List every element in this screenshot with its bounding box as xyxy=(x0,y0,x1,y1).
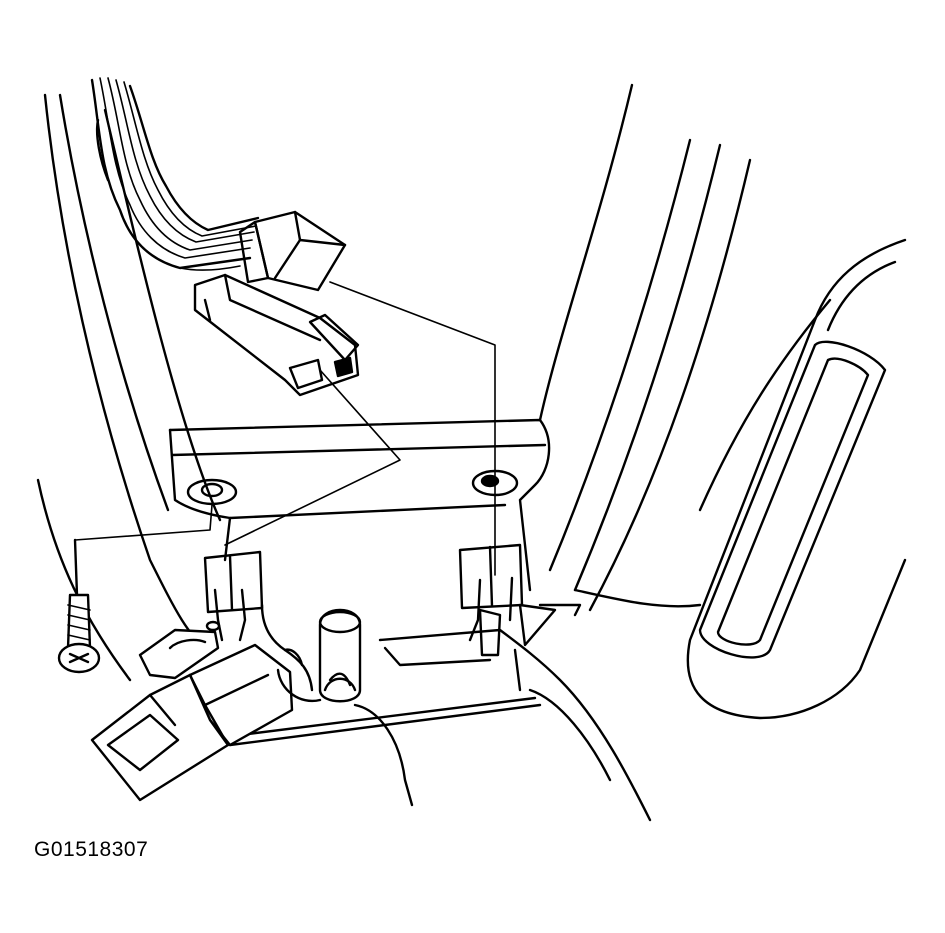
cylindrical-sensor xyxy=(276,608,414,807)
mounting-screw xyxy=(57,538,101,674)
mounting-bracket xyxy=(168,418,551,592)
leader-lines xyxy=(74,281,496,576)
clip-connector xyxy=(138,620,221,680)
terminal-block-left xyxy=(203,550,264,642)
connector-mating-upper xyxy=(193,273,360,397)
wiring-harness xyxy=(90,77,260,271)
lower-panel xyxy=(228,628,652,822)
right-pillar-panel xyxy=(538,83,832,612)
grab-handle xyxy=(698,340,887,659)
side-trim-panel xyxy=(686,238,907,720)
figure-code-label: G01518307 xyxy=(34,838,149,861)
terminal-block-right xyxy=(458,543,582,657)
harness-connector-upper xyxy=(238,210,347,292)
connector-lower xyxy=(90,643,294,802)
left-pillar-panel xyxy=(36,93,222,682)
connector-wire xyxy=(260,603,314,692)
